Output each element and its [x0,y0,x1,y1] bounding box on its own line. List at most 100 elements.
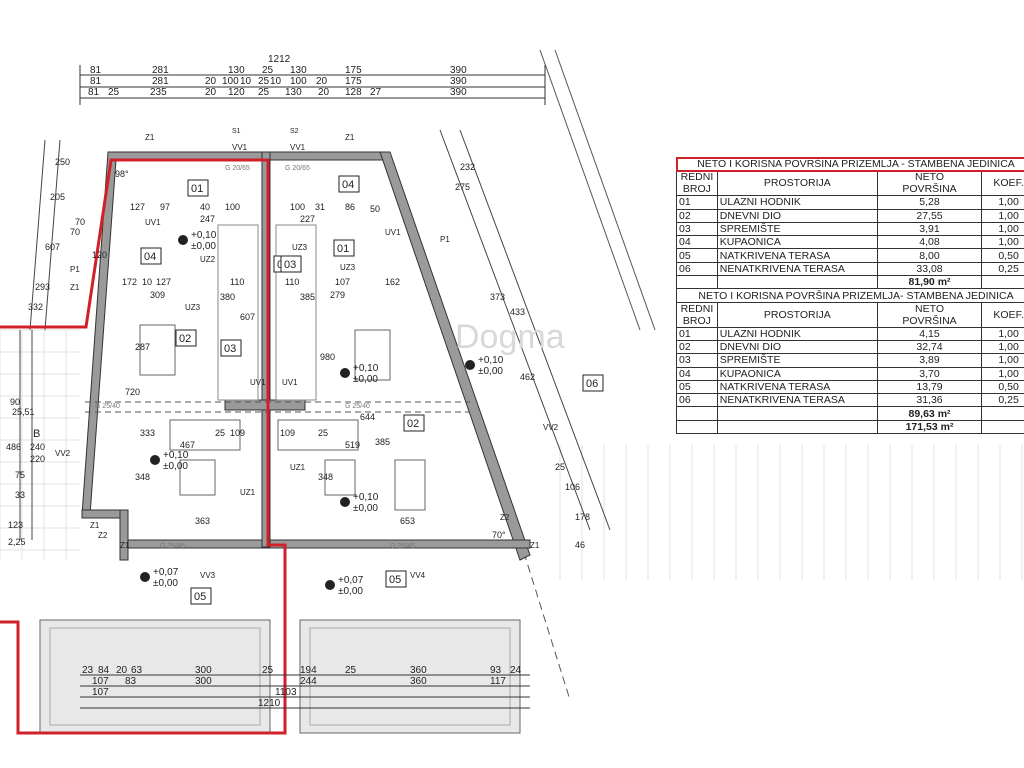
dimension-label: 220 [30,454,45,464]
header-text: BROJ [682,183,711,196]
dimension-label: 120 [92,250,107,260]
dimension-label: 309 [150,290,165,300]
dimension-label: 462 [520,372,535,382]
cell-room: ULAZNI HODNIK [716,195,878,210]
site-boundary-line [539,49,641,331]
level-value-top: +0,10 [353,492,379,503]
cell-number: 04 [676,366,718,381]
cell-area: 8,00 [876,248,983,263]
header-text: REDNI [680,302,714,315]
sofa-right [394,459,426,511]
dimension-label: 175 [345,76,362,87]
room-number-label: 02 [407,418,419,430]
dimension-label: 81 [90,65,102,76]
level-value-bottom: ±0,00 [163,461,188,472]
cell-room: ULAZNI HODNIK [716,326,878,341]
beam-label: G 25/45 [390,543,415,550]
room-number-label: 06 [586,378,598,390]
dimension-label: 247 [200,214,215,224]
element-tag: UV1 [385,228,401,237]
level-marker-icon [150,455,160,465]
dimension-label: 25 [345,665,357,676]
dimension-line [44,139,61,331]
cell-coef: 1,00 [981,235,1024,250]
beam-label: G 20/65 [225,165,250,172]
dimension-label: 20 [116,665,128,676]
unit-table-title: NETO I KORISNA POVRŠINA PRIZEMLJA- STAMB… [676,288,1024,303]
cell-number: 02 [676,208,718,223]
dimension-label: 293 [35,282,50,292]
dimension-label: 63 [131,665,143,676]
cell-total: 89,63 m² [876,406,983,421]
cell-number: 03 [676,221,718,237]
dimension-label: 172 [122,277,137,287]
room-tag-box [220,339,242,357]
cell-number: 01 [676,326,718,341]
element-tag: Z1 [530,541,540,550]
level-value-top: +0,10 [163,450,189,461]
dimension-label: 107 [335,277,350,287]
cell-area: 3,91 [876,221,983,237]
level-marker-icon [340,368,350,378]
dimension-label: 720 [125,387,140,397]
dimension-label: 360 [410,665,427,676]
dimension-label: 128 [345,87,362,98]
beam-label: G 20/65 [285,165,310,172]
cell-room: KUPAONICA [716,366,878,381]
dimension-label: 373 [490,292,505,302]
element-tag: VV4 [410,571,426,580]
dimension-label: 390 [450,87,467,98]
header-text: POVRŠINA [902,183,957,196]
dimension-total-top: 1212 [268,54,291,65]
dimension-label: 24 [510,665,522,676]
dimension-label: 10 [142,277,152,287]
cell-empty [981,419,1024,435]
cell-number: 04 [676,235,718,250]
element-tag: UV1 [282,378,298,387]
element-tag: UV1 [145,218,161,227]
table-grand-total-row: 171,53 m² [676,419,1024,435]
header-text: POVRŠINA [902,314,957,327]
dimension-label: 175 [345,65,362,76]
cell-coef: 0,25 [981,393,1024,408]
dimension-label: 10 [240,76,252,87]
room-tag-box [333,239,355,257]
element-tag: P1 [440,235,450,244]
angle-label: 70° [492,530,506,540]
dimension-label: 100 [290,76,307,87]
dimension-label: 93 [490,665,502,676]
dimension-label: 25 [215,428,225,438]
coffee-table-right [324,459,356,496]
beam-label: G 25/40 [345,403,370,410]
cell-area: 27,55 [876,208,983,223]
table-total-row: 81,90 m² [676,275,1024,290]
dimension-label: 127 [156,277,171,287]
dimension-label: 109 [230,428,245,438]
dimension-label: 348 [135,472,150,482]
dimension-label: 70 [75,217,85,227]
element-tag: VV3 [200,571,216,580]
terrace-left [39,619,271,734]
dimension-label: 40 [200,202,210,212]
room-number-label: 04 [342,179,354,191]
cell-coef: 1,00 [981,208,1024,223]
level-marker-icon [325,580,335,590]
dimension-label: 433 [510,307,525,317]
dimension-label: 281 [152,65,169,76]
cell-area: 32,74 [876,339,983,355]
dimension-label: 50 [370,204,380,214]
cell-room: NENATKRIVENA TERASA [716,261,878,277]
angle-label: 98° [115,169,129,179]
cell-coef: 1,00 [981,195,1024,210]
level-value-bottom: ±0,00 [353,503,378,514]
cell-coef: 0,50 [981,248,1024,263]
dimension-label: 363 [195,516,210,526]
level-value-bottom: ±0,00 [353,374,378,385]
dimension-label: 2,25 [8,537,26,547]
dimension-label: 110 [285,277,299,287]
cell-number: 03 [676,353,718,368]
dimension-label: 130 [228,65,245,76]
